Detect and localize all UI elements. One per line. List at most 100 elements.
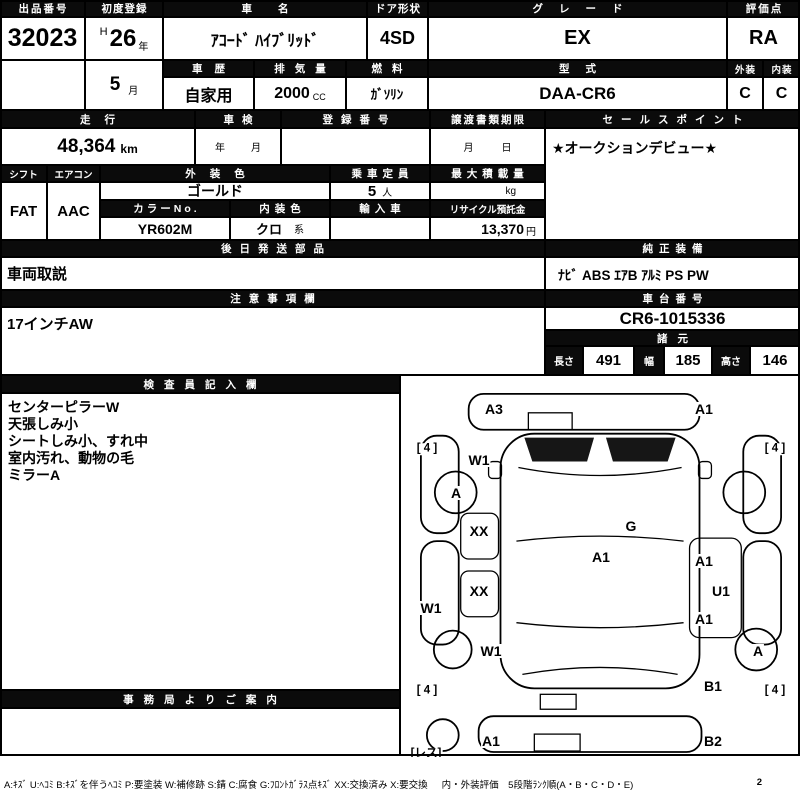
- fuel-value: ｶﾞｿﾘﾝ: [346, 77, 428, 110]
- legend-rank: 内・外装評価 5段階ﾗﾝｸ順(A・B・C・D・E): [441, 780, 634, 791]
- interior-label: 内装: [763, 60, 800, 77]
- windshield-left-shape: [524, 437, 595, 462]
- rear-plate-shape: [533, 733, 581, 752]
- inspector-note-line: センターピラーW: [8, 399, 120, 415]
- capacity-label: 乗車定員: [330, 165, 430, 182]
- caution-notes-label: 注意事項欄: [0, 290, 545, 307]
- exterior-color-value: ゴールド: [100, 182, 330, 200]
- damage-code: [ 4 ]: [763, 684, 787, 697]
- damage-code: A: [449, 485, 463, 501]
- legend-codes: A:ｷｽﾞ U:ﾍｺﾐ B:ｷｽﾞを伴うﾍｺﾐ P:要塗装 W:補修跡 S:錆 …: [4, 780, 428, 791]
- max-load-unit: kg: [505, 185, 516, 197]
- registration-no-label: 登録番号: [281, 110, 430, 128]
- recycle-deposit-unit: 円: [526, 227, 536, 238]
- width-value: 185: [664, 346, 712, 375]
- inspection-month-unit: 月: [251, 143, 261, 154]
- shift-value: FAT: [0, 182, 47, 240]
- auction-no-empty-cell: [0, 60, 85, 110]
- grade-label: グレード: [428, 0, 727, 17]
- displacement-number: 2000: [274, 84, 310, 102]
- transfer-deadline-value: 月 日: [430, 128, 545, 165]
- capacity-unit: 人: [382, 187, 393, 199]
- damage-code: W1: [419, 600, 443, 616]
- mileage-number: 48,364: [57, 135, 116, 157]
- transfer-day-unit: 日: [501, 143, 512, 154]
- interior-color-name: クロ: [255, 222, 282, 237]
- first-reg-year: 26: [109, 24, 137, 52]
- inspector-note-line: 室内汚れ、動物の毛: [8, 450, 135, 466]
- caution-notes-value: 17インチAW: [0, 307, 545, 375]
- transfer-deadline-label: 譲渡書類期限: [430, 110, 545, 128]
- door-shape-value: 4SD: [367, 17, 428, 60]
- sales-point-label: セールスポイント: [545, 110, 800, 128]
- sales-point-value: ★オークションデビュー★: [545, 128, 800, 240]
- score-value: RA: [727, 17, 800, 60]
- first-reg-label: 初度登録: [85, 0, 163, 17]
- damage-code: A1: [694, 611, 714, 627]
- grade-value: EX: [428, 17, 727, 60]
- model-value: DAA-CR6: [428, 77, 727, 110]
- right-front-panel-shape: [742, 434, 782, 535]
- recycle-deposit-value: 13,370 円: [430, 217, 545, 240]
- damage-code: G: [624, 518, 638, 534]
- width-label: 幅: [634, 346, 664, 375]
- auction-no-label: 出品番号: [0, 0, 85, 17]
- damage-code: W1: [467, 452, 491, 468]
- car-top-view-drawing: [420, 393, 782, 753]
- genuine-equipment-label: 純正装備: [545, 240, 800, 257]
- left-front-panel-shape: [420, 434, 460, 535]
- interior-color-unit: 系: [294, 225, 304, 236]
- damage-code: A1: [694, 401, 714, 417]
- displacement-unit: CC: [312, 91, 326, 102]
- recycle-deposit-number: 13,370: [481, 220, 524, 237]
- damage-code: A3: [484, 401, 504, 417]
- inspection-label: 車検: [195, 110, 281, 128]
- inspector-note-line: 天張しみ小: [8, 416, 78, 432]
- height-label: 高さ: [712, 346, 750, 375]
- first-reg-month: 5: [109, 74, 121, 95]
- damage-code: A1: [591, 549, 611, 565]
- mileage-unit: km: [120, 141, 138, 156]
- legend-area: A:ｷｽﾞ U:ﾍｺﾐ B:ｷｽﾞを伴うﾍｺﾐ P:要塗装 W:補修跡 S:錆 …: [0, 757, 800, 800]
- history-value: 自家用: [163, 77, 254, 110]
- damage-code: B1: [703, 678, 723, 694]
- left-rear-panel-shape: [420, 540, 460, 646]
- car-name-value: ｱｺｰﾄﾞ ﾊｲﾌﾞﾘｯﾄﾞ: [163, 17, 367, 60]
- color-no-label: カラーNo.: [100, 200, 230, 217]
- exterior-color-label: 外装色: [100, 165, 330, 182]
- damage-code: A: [751, 643, 765, 659]
- score-label: 評価点: [727, 0, 800, 17]
- spare-tire-shape: [425, 718, 460, 752]
- recycle-deposit-label: リサイクル預託金: [430, 200, 545, 217]
- front-left-wheel-shape: [433, 470, 478, 515]
- door-shape-label: ドア形状: [367, 0, 428, 17]
- interior-color-label: 内装色: [230, 200, 330, 217]
- genuine-equipment-value: ﾅﾋﾞ ABS ｴｱB ｱﾙﾐ PS PW: [545, 257, 800, 290]
- max-load-value: kg: [430, 182, 545, 200]
- history-label: 車歴: [163, 60, 254, 77]
- exterior-grade-value: C: [727, 77, 763, 110]
- length-value: 491: [583, 346, 634, 375]
- trunk-plate-shape: [539, 693, 577, 710]
- ac-label: エアコン: [47, 165, 100, 182]
- inspector-notes-label: 検査員記入欄: [0, 375, 400, 393]
- height-value: 146: [750, 346, 800, 375]
- legend-row: A:ｷｽﾞ U:ﾍｺﾐ B:ｷｽﾞを伴うﾍｺﾐ P:要塗装 W:補修跡 S:錆 …: [4, 777, 796, 791]
- left-door-panel-shape: [460, 570, 500, 618]
- chassis-no-value: CR6-1015336: [545, 307, 800, 330]
- ac-value: AAC: [47, 182, 100, 240]
- damage-code: [ 4 ]: [415, 684, 439, 697]
- damage-code: XX: [468, 583, 490, 599]
- capacity-number: 5: [367, 182, 377, 200]
- displacement-label: 排気量: [254, 60, 346, 77]
- color-no-value: YR602M: [100, 217, 230, 240]
- inspection-year-unit: 年: [215, 143, 225, 154]
- mileage-value: 48,364 km: [0, 128, 195, 165]
- car-name-label: 車名: [163, 0, 367, 17]
- inspector-note-line: ミラーA: [8, 467, 61, 483]
- mileage-label: 走行: [0, 110, 195, 128]
- front-right-wheel-shape: [722, 470, 767, 515]
- displacement-value: 2000 CC: [254, 77, 346, 110]
